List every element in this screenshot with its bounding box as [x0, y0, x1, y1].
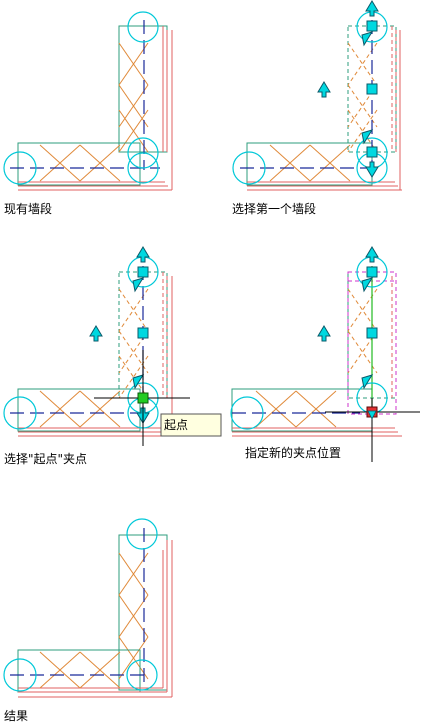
horizontal-wall: [10, 649, 172, 698]
panel-select-start-grip: 起点 选择"起点"夹点: [3, 246, 222, 466]
caption-select-first-wall: 选择第一个墙段: [232, 201, 316, 216]
horizontal-wall: [240, 142, 402, 191]
vertical-wall: [118, 528, 173, 697]
panel-select-first-wall: 选择第一个墙段: [232, 0, 402, 216]
caption-existing-walls: 现有墙段: [4, 201, 52, 216]
flip-grip-icon: [361, 277, 373, 292]
flip-grip-icon: [132, 277, 144, 292]
grip-tooltip: 起点: [160, 413, 222, 437]
width-grip-icon: [317, 81, 331, 98]
start-lengthen-grip-icon: [365, 161, 379, 178]
caption-select-start-grip: 选择"起点"夹点: [4, 452, 87, 466]
flip-grip-icon: [361, 31, 373, 46]
end-grip-icon: [137, 266, 149, 278]
end-circles: [3, 11, 159, 185]
end-circles: [3, 518, 158, 692]
stretch-preview: [347, 266, 397, 415]
start-grip-icon: [366, 146, 378, 158]
flip-grip-icon: [132, 374, 144, 389]
horizontal-wall: [10, 142, 172, 191]
end-lengthen-grip-icon: [136, 246, 150, 263]
selected-start-grip-icon[interactable]: [137, 392, 149, 404]
end-lengthen-grip-icon: [365, 246, 379, 263]
caption-specify-new-location: 指定新的夹点位置: [245, 445, 341, 460]
end-grip-icon: [366, 20, 378, 32]
end-grip-icon: [366, 266, 378, 278]
panel-existing-walls: 现有墙段: [3, 11, 173, 216]
caption-result: 结果: [4, 709, 28, 723]
flip-grip-icon: [361, 374, 373, 389]
end-lengthen-grip-icon: [365, 0, 379, 17]
panel-result: 结果: [3, 518, 173, 723]
width-grip-icon: [317, 325, 331, 342]
flip-grip-icon: [361, 129, 373, 144]
panel-specify-new-location: 指定新的夹点位置: [230, 246, 420, 462]
middle-grip-icon: [366, 83, 378, 95]
hot-start-grip-icon[interactable]: [366, 406, 378, 420]
tooltip-text: 起点: [164, 418, 188, 432]
middle-grip-icon: [366, 327, 378, 339]
middle-grip-icon: [137, 327, 149, 339]
vertical-wall: [118, 20, 173, 190]
width-grip-icon: [89, 325, 103, 342]
